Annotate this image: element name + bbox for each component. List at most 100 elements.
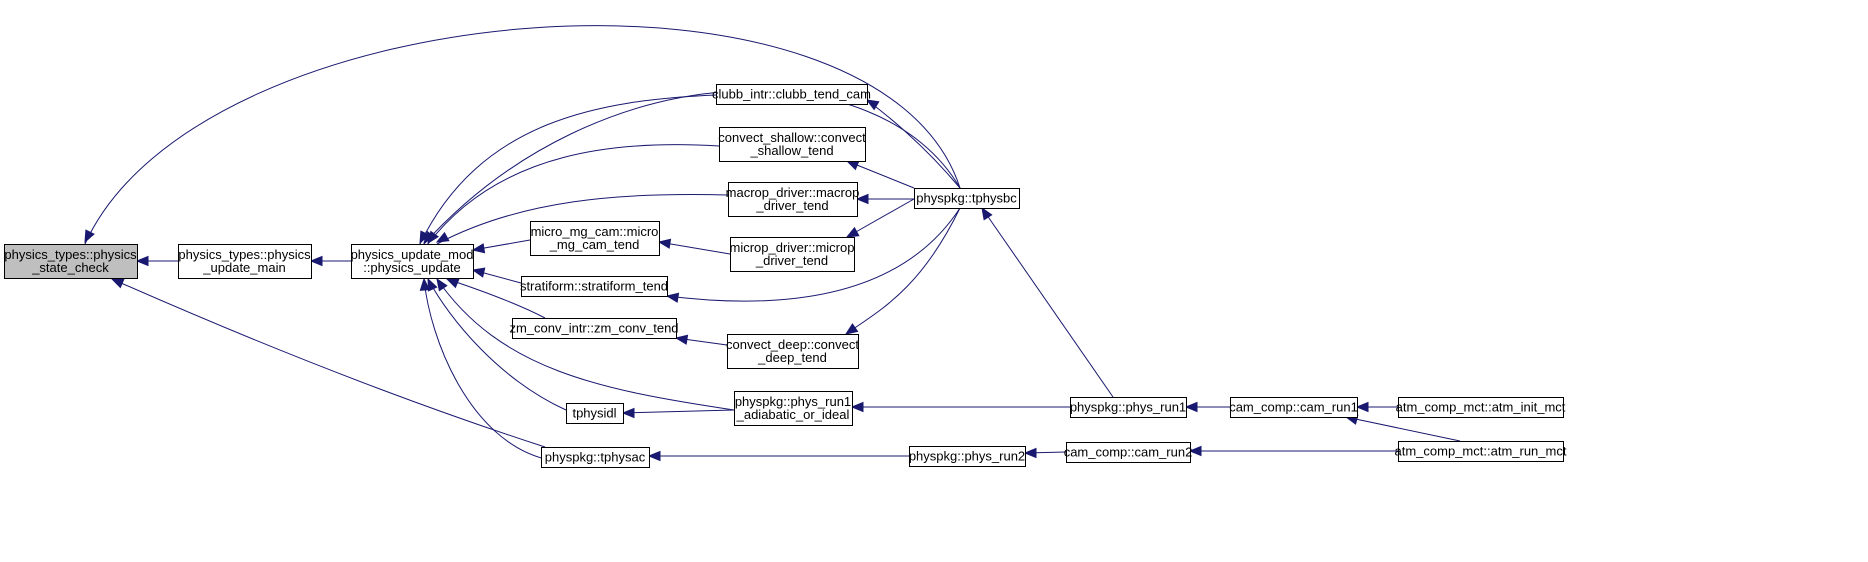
node-label: cam_comp::cam_run2 xyxy=(1064,445,1193,460)
arrowhead xyxy=(621,407,635,419)
arrowhead xyxy=(657,238,672,249)
call-edge xyxy=(84,25,961,245)
node-box xyxy=(728,182,858,217)
node-box xyxy=(1398,397,1564,418)
node-box xyxy=(4,244,138,279)
arrowhead xyxy=(1188,445,1202,457)
arrowhead xyxy=(110,278,125,289)
arrowhead xyxy=(855,193,869,205)
node-label: _update_main xyxy=(202,260,285,275)
node-convect-shallow-tend[interactable]: convect_shallow::convect_shallow_tend xyxy=(718,127,866,162)
node-box xyxy=(1070,397,1187,418)
node-tphysac[interactable]: physpkg::tphysac xyxy=(541,447,650,468)
node-box xyxy=(734,391,853,426)
node-convect-deep-tend[interactable]: convect_deep::convect_deep_tend xyxy=(726,334,859,369)
node-label: stratiform::stratiform_tend xyxy=(520,279,668,294)
node-label: convect_shallow::convect xyxy=(718,130,866,145)
node-label: _state_check xyxy=(31,260,109,275)
arrowhead xyxy=(419,277,431,291)
node-box xyxy=(351,244,474,279)
node-zm-conv-tend[interactable]: zm_conv_intr::zm_conv_tend xyxy=(509,318,679,339)
node-tphysidl[interactable]: tphysidl xyxy=(566,403,624,424)
node-label: physpkg::phys_run2 xyxy=(909,449,1025,464)
node-label: atm_comp_mct::atm_init_mct xyxy=(1396,400,1566,415)
node-label: cam_comp::cam_run1 xyxy=(1229,400,1358,415)
node-box xyxy=(909,446,1026,467)
call-edge xyxy=(845,207,961,335)
node-label: zm_conv_intr::zm_conv_tend xyxy=(509,321,678,336)
node-label: physpkg::phys_run1 xyxy=(1070,400,1186,415)
call-edge xyxy=(658,241,731,255)
call-edges xyxy=(84,25,1461,462)
arrowhead xyxy=(471,243,486,254)
call-edge xyxy=(981,207,1114,398)
call-edge xyxy=(1345,416,1461,442)
arrowhead xyxy=(850,401,864,413)
graph-nodes: physics_types::physics_state_check physic… xyxy=(4,84,1567,468)
node-cam-run1[interactable]: cam_comp::cam_run1 xyxy=(1229,397,1358,418)
call-edge xyxy=(436,193,729,245)
node-atm-run-mct[interactable]: atm_comp_mct::atm_run_mct xyxy=(1395,441,1567,462)
arrowhead xyxy=(1023,447,1037,459)
node-label: ::physics_update xyxy=(363,260,461,275)
call-edge xyxy=(111,278,546,448)
node-box xyxy=(730,237,855,272)
node-label: physpkg::tphysbc xyxy=(916,191,1017,206)
node-label: _mg_cam_tend xyxy=(549,237,640,252)
node-label: macrop_driver::macrop xyxy=(726,185,860,200)
arrowhead xyxy=(84,229,95,244)
node-box xyxy=(1398,441,1564,462)
arrowhead xyxy=(309,255,323,267)
arrowhead xyxy=(665,292,680,303)
node-box xyxy=(719,127,866,162)
node-label: atm_comp_mct::atm_run_mct xyxy=(1395,444,1567,459)
arrowhead xyxy=(865,99,880,111)
node-label: microp_driver::microp xyxy=(730,240,855,255)
arrowhead xyxy=(674,334,689,345)
node-box xyxy=(1230,397,1358,418)
node-label: clubb_intr::clubb_tend_cam xyxy=(712,87,871,102)
node-clubb-tend-cam[interactable]: clubb_intr::clubb_tend_cam xyxy=(712,84,871,105)
node-box xyxy=(727,334,859,369)
node-box xyxy=(530,221,660,256)
arrowhead xyxy=(1355,401,1369,413)
node-box xyxy=(512,318,677,339)
node-box xyxy=(914,188,1020,209)
arrowhead xyxy=(1184,401,1198,413)
node-label: tphysidl xyxy=(572,406,616,421)
node-box xyxy=(566,403,624,424)
node-physics-state-check[interactable]: physics_types::physics_state_check xyxy=(4,244,138,279)
node-label: micro_mg_cam::micro xyxy=(531,224,659,239)
node-tphysbc[interactable]: physpkg::tphysbc xyxy=(914,188,1020,209)
node-physics-update[interactable]: physics_update_mod::physics_update xyxy=(351,244,474,279)
node-micro-mg-cam-tend[interactable]: micro_mg_cam::micro_mg_cam_tend xyxy=(530,221,660,256)
node-box xyxy=(716,84,868,105)
node-box xyxy=(178,244,312,279)
arrowhead xyxy=(647,450,661,462)
node-phys-run1[interactable]: physpkg::phys_run1 xyxy=(1070,397,1187,418)
call-edge xyxy=(622,409,735,414)
arrowhead xyxy=(427,277,438,292)
node-box xyxy=(541,447,650,468)
node-physics-update-main[interactable]: physics_types::physics_update_main xyxy=(178,244,312,279)
call-edge xyxy=(423,278,546,460)
arrowhead xyxy=(445,278,460,289)
node-microp-driver-tend[interactable]: microp_driver::microp_driver_tend xyxy=(730,237,855,272)
node-cam-run2[interactable]: cam_comp::cam_run2 xyxy=(1064,442,1193,463)
node-label: convect_deep::convect xyxy=(726,337,859,352)
arrowhead xyxy=(436,277,448,292)
node-phys-run1-adiabatic[interactable]: physpkg::phys_run1_adiabatic_or_ideal xyxy=(734,391,853,426)
node-macrop-driver-tend[interactable]: macrop_driver::macrop_driver_tend xyxy=(726,182,860,217)
node-label: physpkg::phys_run1 xyxy=(735,394,851,409)
node-label: _driver_tend xyxy=(755,198,828,213)
call-edge xyxy=(427,278,567,411)
node-stratiform-tend[interactable]: stratiform::stratiform_tend xyxy=(520,276,668,297)
call-edge xyxy=(846,160,915,189)
call-edge xyxy=(666,207,961,302)
arrowhead xyxy=(471,267,486,278)
arrowhead xyxy=(981,206,993,221)
node-phys-run2[interactable]: physpkg::phys_run2 xyxy=(909,446,1026,467)
node-atm-init-mct[interactable]: atm_comp_mct::atm_init_mct xyxy=(1396,397,1566,418)
arrowhead xyxy=(845,226,860,238)
